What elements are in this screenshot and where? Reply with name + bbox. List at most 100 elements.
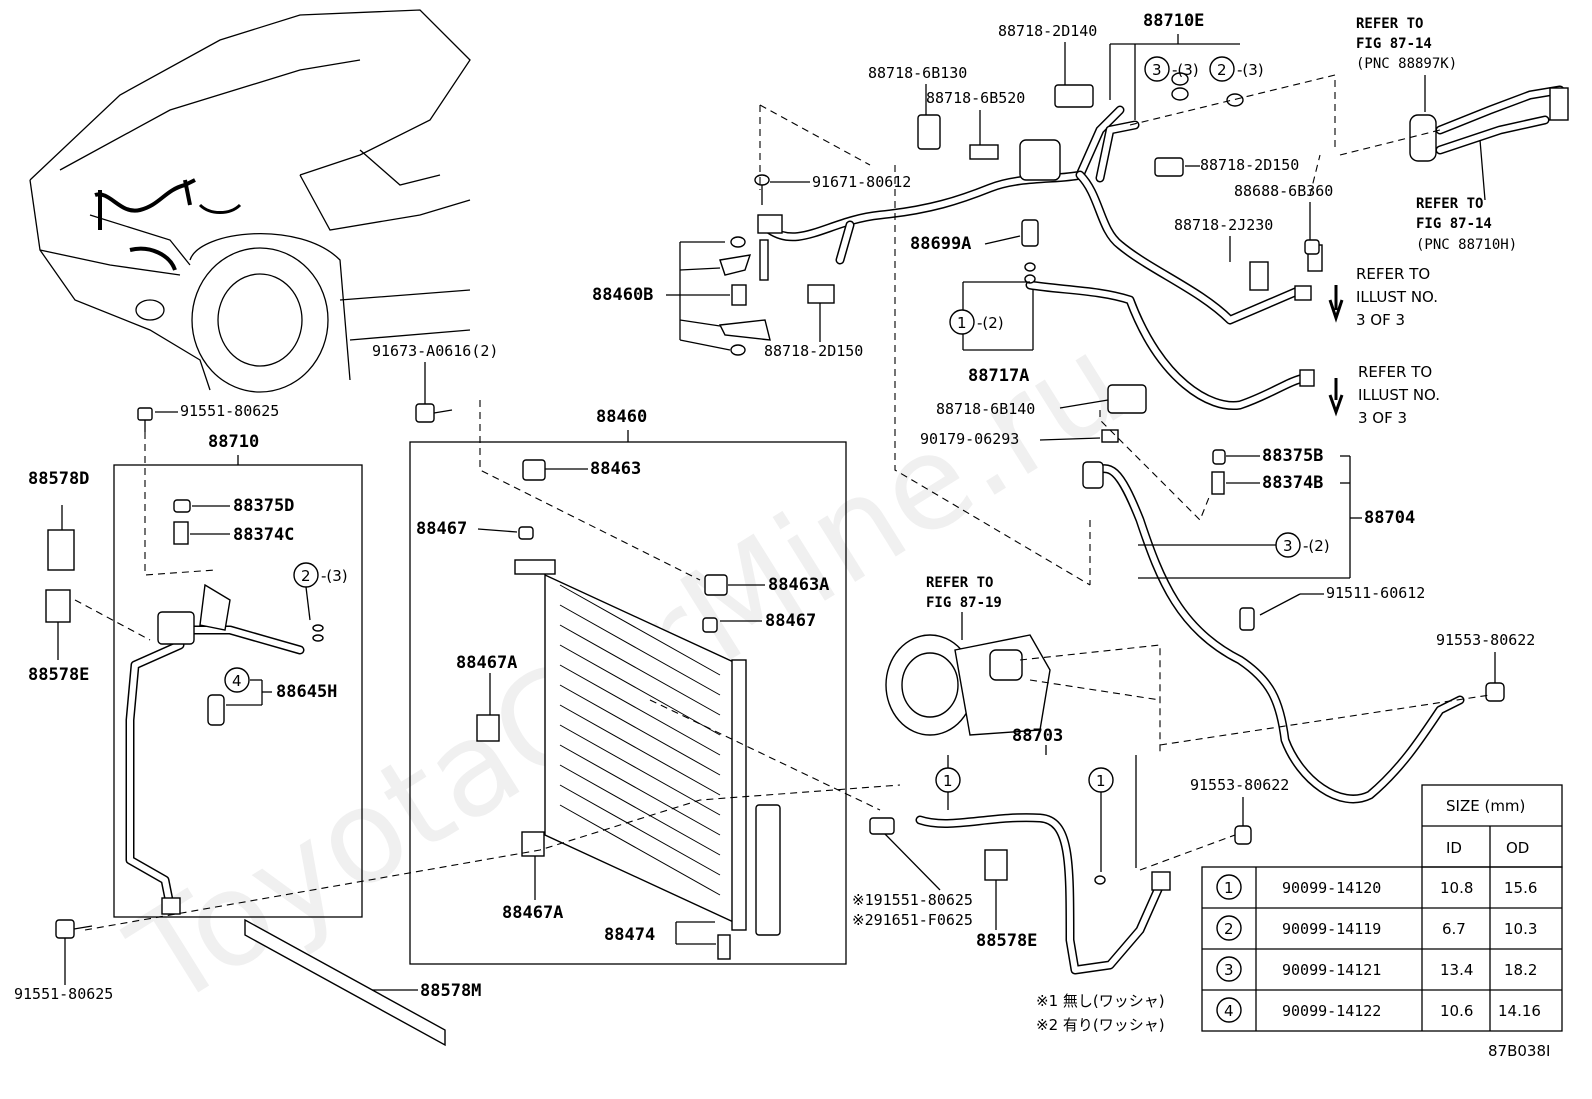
svg-text:3 OF 3: 3 OF 3 [1356, 311, 1405, 329]
label-88688-6B360: 88688-6B360 [1234, 182, 1333, 200]
svg-text:REFER TO: REFER TO [926, 575, 993, 591]
svg-text:ILLUST NO.: ILLUST NO. [1356, 288, 1438, 306]
label-88463: 88463 [590, 459, 641, 479]
bolts [55, 239, 1320, 939]
size-table-col-od: OD [1506, 839, 1529, 857]
svg-text:REFER TO: REFER TO [1416, 196, 1483, 212]
label-88467-a: 88467 [416, 519, 467, 539]
label-91553-80622-b: 91553-80622 [1190, 776, 1289, 794]
label-88718-2D140: 88718-2D140 [998, 22, 1097, 40]
svg-text:90099-14119: 90099-14119 [1282, 920, 1381, 938]
label-88699A: 88699A [910, 234, 971, 254]
discharge-hose-88704 [1082, 449, 1505, 804]
svg-text:-(3): -(3) [321, 567, 348, 585]
svg-text:1: 1 [957, 314, 967, 332]
size-row-2: 2 90099-14119 6.7 10.3 [1216, 915, 1537, 941]
svg-text:90099-14121: 90099-14121 [1282, 961, 1381, 979]
label-88375D: 88375D [233, 496, 294, 516]
svg-text:3: 3 [1224, 961, 1234, 979]
size-table-col-id: ID [1446, 839, 1462, 857]
label-88578D: 88578D [28, 469, 89, 489]
label-91511-60612: 91511-60612 [1326, 584, 1425, 602]
svg-text:FIG 87-14: FIG 87-14 [1356, 36, 1432, 52]
svg-text:14.16: 14.16 [1498, 1002, 1541, 1020]
svg-text:90099-14120: 90099-14120 [1282, 879, 1381, 897]
reference-notes: REFER TO FIG 87-14 (PNC 88897K) REFER TO… [926, 16, 1517, 640]
svg-text:10.3: 10.3 [1504, 920, 1537, 938]
label-91551-80625-top: 91551-80625 [180, 402, 279, 420]
label-88710: 88710 [208, 432, 259, 452]
svg-text:90099-14122: 90099-14122 [1282, 1002, 1381, 1020]
vehicle-illustration [29, 9, 471, 393]
svg-text:18.2: 18.2 [1504, 961, 1537, 979]
label-88717A: 88717A [968, 366, 1029, 386]
svg-text:1: 1 [1096, 772, 1106, 790]
label-291651-F0625: ※291651-F0625 [852, 911, 973, 929]
svg-text:10.8: 10.8 [1440, 879, 1473, 897]
svg-text:1: 1 [943, 772, 953, 790]
group-88710 [113, 455, 363, 918]
svg-text:FIG 87-14: FIG 87-14 [1416, 216, 1492, 232]
footnote-1: ※1 無し(ワッシャ) [1036, 992, 1165, 1010]
label-88578E-left: 88578E [28, 665, 89, 685]
svg-text:FIG 87-19: FIG 87-19 [926, 595, 1002, 611]
size-row-3: 3 90099-14121 13.4 18.2 [1216, 956, 1537, 982]
label-88578E-bot: 88578E [976, 931, 1037, 951]
svg-text:REFER TO: REFER TO [1356, 265, 1430, 283]
label-88463A: 88463A [768, 575, 829, 595]
size-row-4: 4 90099-14122 10.6 14.16 [1216, 997, 1541, 1023]
footnote-2: ※2 有り(ワッシャ) [1036, 1016, 1165, 1034]
label-90179-06293: 90179-06293 [920, 430, 1019, 448]
svg-text:-(2): -(2) [1303, 537, 1330, 555]
svg-text:REFER TO: REFER TO [1358, 363, 1432, 381]
label-191551-80625: ※191551-80625 [852, 891, 973, 909]
label-88718-6B520: 88718-6B520 [926, 89, 1025, 107]
label-88467A-b: 88467A [502, 903, 563, 923]
clamps-top [754, 72, 1323, 443]
label-91673-A0616: 91673-A0616(2) [372, 342, 498, 360]
svg-text:3 OF 3: 3 OF 3 [1358, 409, 1407, 427]
svg-text:-(3): -(3) [1237, 61, 1264, 79]
label-91671-80612: 91671-80612 [812, 173, 911, 191]
svg-text:15.6: 15.6 [1504, 879, 1537, 897]
evaporator-connection [1409, 75, 1569, 201]
svg-text:13.4: 13.4 [1440, 961, 1473, 979]
svg-text:4: 4 [1224, 1002, 1234, 1020]
svg-text:10.6: 10.6 [1440, 1002, 1473, 1020]
svg-text:4: 4 [232, 672, 242, 690]
svg-text:-(2): -(2) [977, 314, 1004, 332]
label-88467A-a: 88467A [456, 653, 517, 673]
label-88703: 88703 [1012, 726, 1063, 746]
label-88718-2D150-low: 88718-2D150 [764, 342, 863, 360]
seal-88578D [47, 529, 75, 571]
label-88718-2D150-top: 88718-2D150 [1200, 156, 1299, 174]
svg-text:(PNC 88897K): (PNC 88897K) [1356, 56, 1457, 72]
label-91553-80622-a: 91553-80622 [1436, 631, 1535, 649]
liquid-line-88703 [869, 745, 1252, 975]
svg-text:(PNC 88710H): (PNC 88710H) [1416, 237, 1517, 253]
label-88467-b: 88467 [765, 611, 816, 631]
size-row-1: 1 90099-14120 10.8 15.6 [1216, 874, 1537, 900]
label-88460: 88460 [596, 407, 647, 427]
figure-id: 87B038I [1488, 1042, 1550, 1060]
svg-text:2: 2 [301, 567, 311, 585]
svg-text:-(3): -(3) [1172, 61, 1199, 79]
svg-text:1: 1 [1224, 879, 1234, 897]
label-88645H: 88645H [276, 682, 337, 702]
compressor [885, 634, 1051, 736]
label-91551-80625-bot: 91551-80625 [14, 985, 113, 1003]
svg-text:3: 3 [1283, 537, 1293, 555]
svg-text:3: 3 [1152, 61, 1162, 79]
label-88460B: 88460B [592, 285, 653, 305]
svg-text:REFER TO: REFER TO [1356, 16, 1423, 32]
washer-callouts: 3 -(3) 2 -(3) 1 -(2) 2 -(3) 4 3 -(2) 1 1 [224, 56, 1330, 872]
label-88718-6B140: 88718-6B140 [936, 400, 1035, 418]
label-88374B: 88374B [1262, 473, 1323, 493]
label-88474: 88474 [604, 925, 655, 945]
label-88718-2J230: 88718-2J230 [1174, 216, 1273, 234]
label-88375B: 88375B [1262, 446, 1323, 466]
svg-text:6.7: 6.7 [1442, 920, 1466, 938]
size-table-title: SIZE (mm) [1446, 797, 1525, 815]
condenser-88460 [409, 430, 847, 965]
